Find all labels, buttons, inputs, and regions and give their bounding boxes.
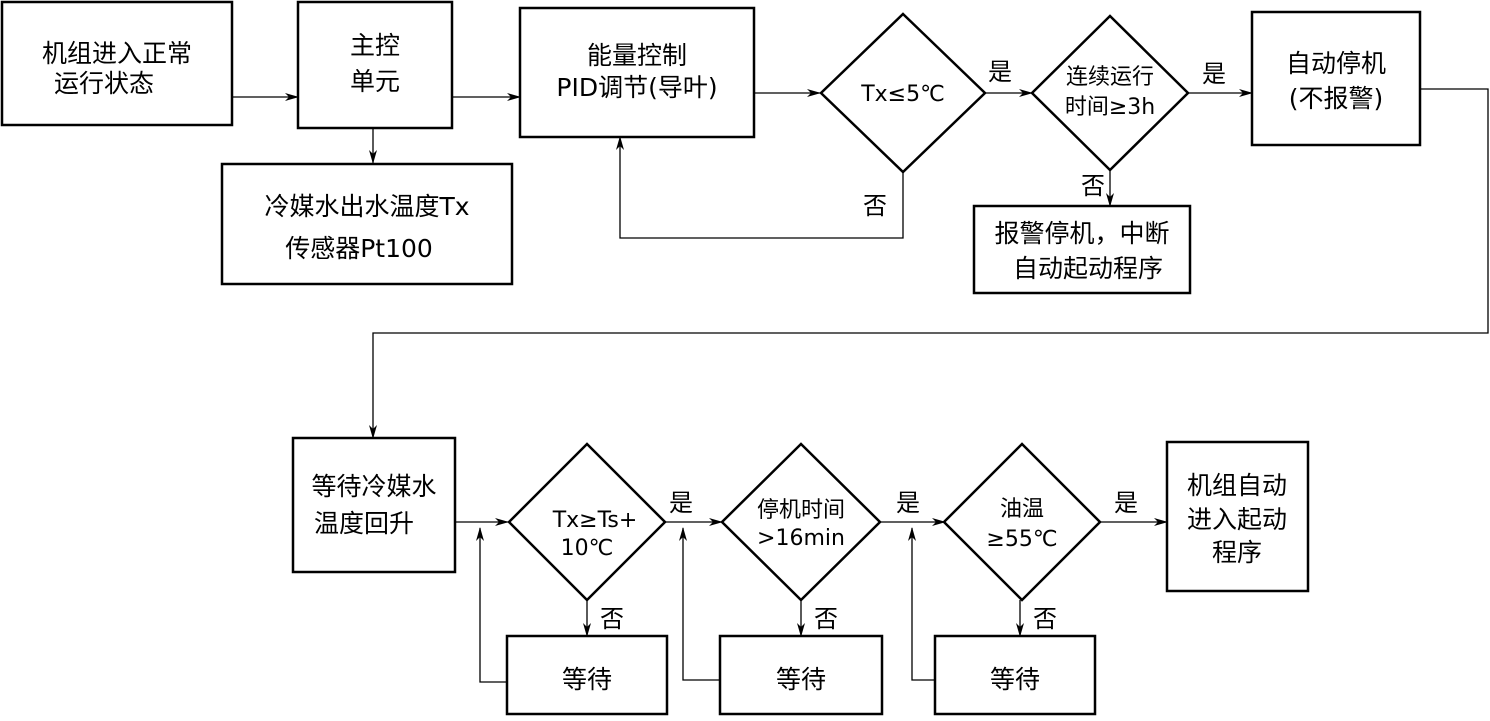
box-wait2 bbox=[718, 634, 884, 716]
text-wait1: 等待 bbox=[562, 665, 612, 694]
text-wait-rise-1: 等待冷媒水 bbox=[311, 472, 436, 501]
diamond-run-3h bbox=[1030, 14, 1190, 172]
text-main-control-2: 单元 bbox=[350, 67, 400, 96]
text-alarm-stop-1: 报警停机，中断 bbox=[994, 219, 1169, 248]
label-yes-5: 是 bbox=[1114, 489, 1138, 517]
label-yes-2: 是 bbox=[1202, 60, 1226, 88]
label-yes-3: 是 bbox=[669, 489, 693, 517]
flow-wait3-loop bbox=[908, 527, 935, 681]
box-wait1 bbox=[505, 634, 669, 716]
box-main-control bbox=[296, 0, 454, 130]
text-energy-pid-1: 能量控制 bbox=[587, 41, 687, 70]
text-stop-16-1: 停机时间 bbox=[757, 498, 845, 523]
text-auto-start-2: 进入起动 bbox=[1187, 505, 1287, 534]
box-auto-stop bbox=[1250, 10, 1422, 147]
diamond-tx-ge-ts bbox=[507, 442, 667, 602]
diamond-stop-16 bbox=[720, 442, 882, 602]
box-sensor bbox=[220, 162, 514, 286]
box-normal-run bbox=[0, 0, 234, 127]
text-run-3h-1: 连续运行 bbox=[1066, 65, 1154, 90]
diamond-tx-le-5 bbox=[819, 12, 987, 174]
box-energy-pid bbox=[518, 6, 756, 139]
text-wait3: 等待 bbox=[990, 665, 1040, 694]
label-no-4: 否 bbox=[814, 605, 838, 633]
text-wait2: 等待 bbox=[776, 665, 826, 694]
text-energy-pid-2: PID调节(导叶) bbox=[556, 73, 717, 102]
label-no-1: 否 bbox=[863, 192, 887, 220]
text-wait-rise-2: 温度回升 bbox=[314, 509, 414, 538]
flow-tx5-no-loop bbox=[616, 136, 904, 239]
text-sensor-1: 冷媒水出水温度Tx bbox=[264, 192, 469, 221]
label-no-3: 否 bbox=[600, 605, 624, 633]
flow-wait1-loop bbox=[476, 527, 507, 683]
text-auto-start-3: 程序 bbox=[1212, 538, 1262, 567]
flow-wait2-loop bbox=[679, 527, 720, 681]
box-wait3 bbox=[933, 634, 1097, 716]
box-alarm-stop bbox=[972, 204, 1192, 295]
text-run-3h-2: 时间≥3h bbox=[1065, 95, 1155, 120]
text-tx-ge-ts-2: 10℃ bbox=[561, 536, 614, 561]
text-oil-55-2: ≥55℃ bbox=[986, 527, 1057, 552]
text-oil-55-1: 油温 bbox=[1000, 497, 1044, 522]
text-auto-start-1: 机组自动 bbox=[1187, 471, 1287, 500]
text-sensor-2: 传感器Pt100 bbox=[285, 234, 433, 263]
text-auto-stop-2: (不报警) bbox=[1289, 84, 1384, 113]
text-normal-run-1: 机组进入正常 bbox=[42, 39, 192, 68]
box-auto-start bbox=[1165, 440, 1310, 593]
text-normal-run-2: 运行状态 bbox=[54, 69, 154, 98]
text-main-control-1: 主控 bbox=[350, 31, 400, 60]
text-alarm-stop-2: 自动起动程序 bbox=[1013, 254, 1163, 283]
text-stop-16-2: >16min bbox=[757, 526, 845, 551]
box-wait-rise bbox=[291, 436, 457, 574]
text-tx-ge-ts-1: Tx≥Ts+ bbox=[552, 508, 638, 533]
flow-autostop-to-wait-rise bbox=[369, 88, 1489, 439]
diamond-oil-55 bbox=[942, 442, 1102, 602]
label-yes-1: 是 bbox=[988, 58, 1012, 86]
label-yes-4: 是 bbox=[896, 489, 920, 517]
text-tx-le-5: Tx≤5℃ bbox=[860, 82, 945, 107]
label-no-5: 否 bbox=[1033, 605, 1057, 633]
text-auto-stop-1: 自动停机 bbox=[1286, 49, 1386, 78]
label-no-2: 否 bbox=[1081, 172, 1105, 200]
